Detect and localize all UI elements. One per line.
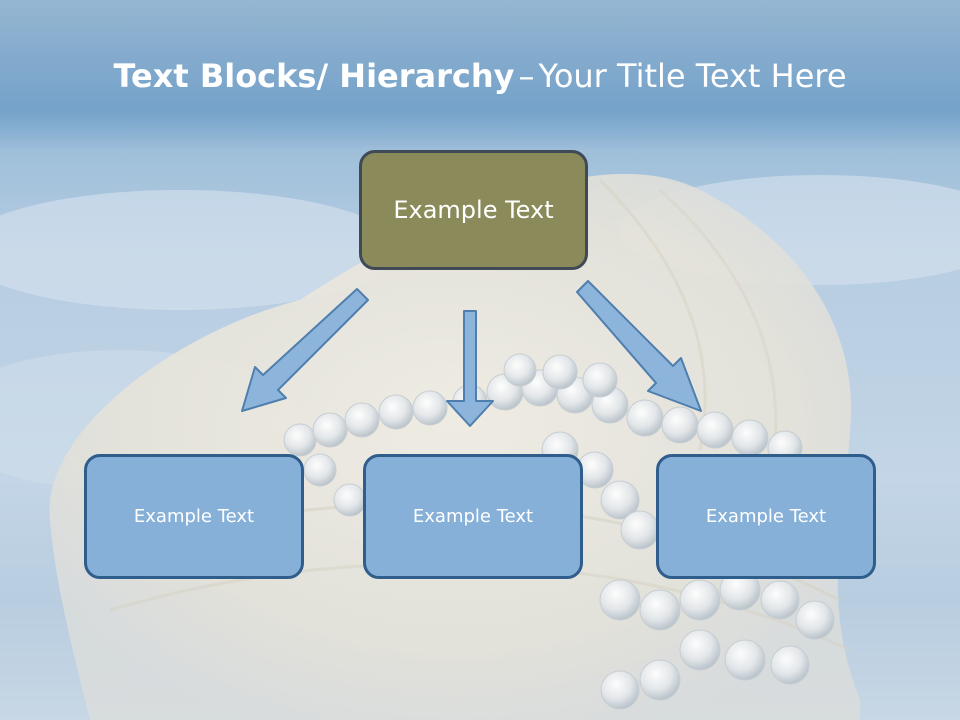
pearl [770, 645, 810, 685]
pearl [599, 579, 641, 621]
pearl [303, 453, 337, 487]
slide-title: Text Blocks/ Hierarchy–Your Title Text H… [0, 52, 960, 100]
pearl [344, 402, 380, 438]
pearl [760, 580, 800, 620]
arrow-left [241, 288, 369, 412]
pearl [724, 639, 766, 681]
child-text-block-1[interactable]: Example Text [84, 454, 304, 579]
pearls [283, 353, 835, 710]
pearl [639, 659, 681, 701]
top-text-block[interactable]: Example Text [359, 150, 588, 270]
pearl [696, 411, 734, 449]
pearl [542, 354, 578, 390]
title-dash: – [518, 57, 535, 95]
pearl [582, 362, 618, 398]
child-text-block-label: Example Text [705, 506, 827, 527]
pearl [600, 670, 640, 710]
title-regular-part: Your Title Text Here [538, 57, 847, 95]
arrow-center [446, 310, 494, 427]
arrow-right [576, 280, 702, 412]
child-text-block-2[interactable]: Example Text [363, 454, 583, 579]
shell-shape [49, 173, 860, 720]
top-text-block-label: Example Text [393, 196, 554, 224]
pearl [795, 600, 835, 640]
pearl [412, 390, 448, 426]
child-text-block-label: Example Text [412, 506, 534, 527]
pearl [639, 589, 681, 631]
child-text-block-label: Example Text [133, 506, 255, 527]
pearl [503, 353, 537, 387]
title-bold-part: Text Blocks/ Hierarchy [113, 57, 515, 95]
child-text-block-3[interactable]: Example Text [656, 454, 876, 579]
pearl [312, 412, 348, 448]
pearl [679, 629, 721, 671]
pearl [679, 579, 721, 621]
pearl [600, 480, 640, 520]
